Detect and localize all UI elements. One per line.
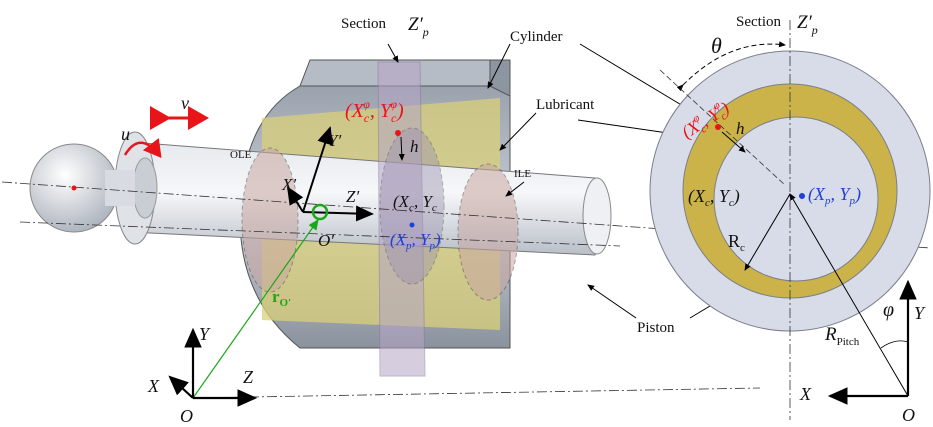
lubricant-leader-left xyxy=(499,112,537,151)
theta-label: θ xyxy=(711,33,722,58)
ole-label: OLE xyxy=(230,149,252,161)
rc-arrow xyxy=(744,193,791,271)
u-label: u xyxy=(121,124,130,144)
zp-label-left: Z′p xyxy=(408,14,429,39)
section-label-left: Section xyxy=(341,16,386,32)
lubricant-label: Lubricant xyxy=(536,97,595,113)
rpitch-label: RPitch xyxy=(824,324,860,348)
cylinder-label: Cylinder xyxy=(510,29,563,45)
global-frame-left xyxy=(168,327,258,407)
ole-ellipse xyxy=(241,147,299,293)
position-vector-r xyxy=(192,219,319,399)
h-label-left: h xyxy=(410,137,419,156)
section-label-right: Section xyxy=(736,14,781,30)
v-label: v xyxy=(181,93,189,113)
h-arrow-left xyxy=(398,136,405,161)
ile-ellipse xyxy=(457,163,519,301)
ile-label: ILE xyxy=(514,168,531,180)
y-prime-label: Y′ xyxy=(328,131,341,150)
x-axis-label-right: X xyxy=(799,384,812,404)
xc-yc-label-right: (Xc, Yc) xyxy=(688,186,740,209)
o-prime-label: O′ xyxy=(318,231,334,250)
xc-yc-phi-label-left: (Xcφ, Ycφ) xyxy=(345,97,404,125)
local-frame xyxy=(286,126,374,222)
z-axis-label-left: Z xyxy=(243,367,254,387)
pitch-radius-arrow xyxy=(789,193,909,397)
h-arrow-right xyxy=(721,131,746,153)
x-axis-label-left: X xyxy=(147,376,160,396)
section-plane xyxy=(377,61,426,377)
zp-label-right: Z′p xyxy=(797,12,818,37)
cylinder-leader-left xyxy=(487,43,511,89)
theta-arc xyxy=(676,41,786,92)
x-prime-label: X′ xyxy=(281,175,296,194)
xc-yc-label-left: (Xc, Yc xyxy=(393,192,437,214)
piston-leader-left xyxy=(587,284,637,319)
rc-label: Rc xyxy=(728,231,745,254)
section-leader-left xyxy=(387,43,399,63)
section-view xyxy=(649,20,931,420)
ground-line xyxy=(194,387,761,399)
section-ellipse xyxy=(379,127,445,285)
global-frame-right xyxy=(827,279,917,405)
ile-leader xyxy=(505,181,525,197)
phi-label: φ xyxy=(883,299,894,321)
xp-yp-label-left: (Xp, Yp) xyxy=(390,230,441,252)
xp-yp-label-right: (Xp, Yp) xyxy=(808,184,861,207)
y-axis-label-left: Y xyxy=(199,324,211,344)
piston-label: Piston xyxy=(637,320,675,336)
z-prime-label: Z′ xyxy=(346,187,359,206)
y-axis-label-right: Y xyxy=(914,303,926,323)
piston-axis-line xyxy=(19,221,621,247)
piston-center-left xyxy=(409,222,415,228)
rotation-arrow xyxy=(123,138,162,158)
origin-label-right: O xyxy=(902,405,915,425)
theta-ray xyxy=(659,69,786,186)
phi-arc xyxy=(880,340,909,349)
piston-center-right xyxy=(799,193,805,199)
cylinder-point xyxy=(395,130,401,136)
ball-center xyxy=(71,185,77,191)
h-label-right: h xyxy=(736,119,745,138)
r-vector-label: rO′ xyxy=(272,287,291,309)
cylinder-point-right xyxy=(715,124,721,130)
origin-label-left: O xyxy=(180,406,193,426)
